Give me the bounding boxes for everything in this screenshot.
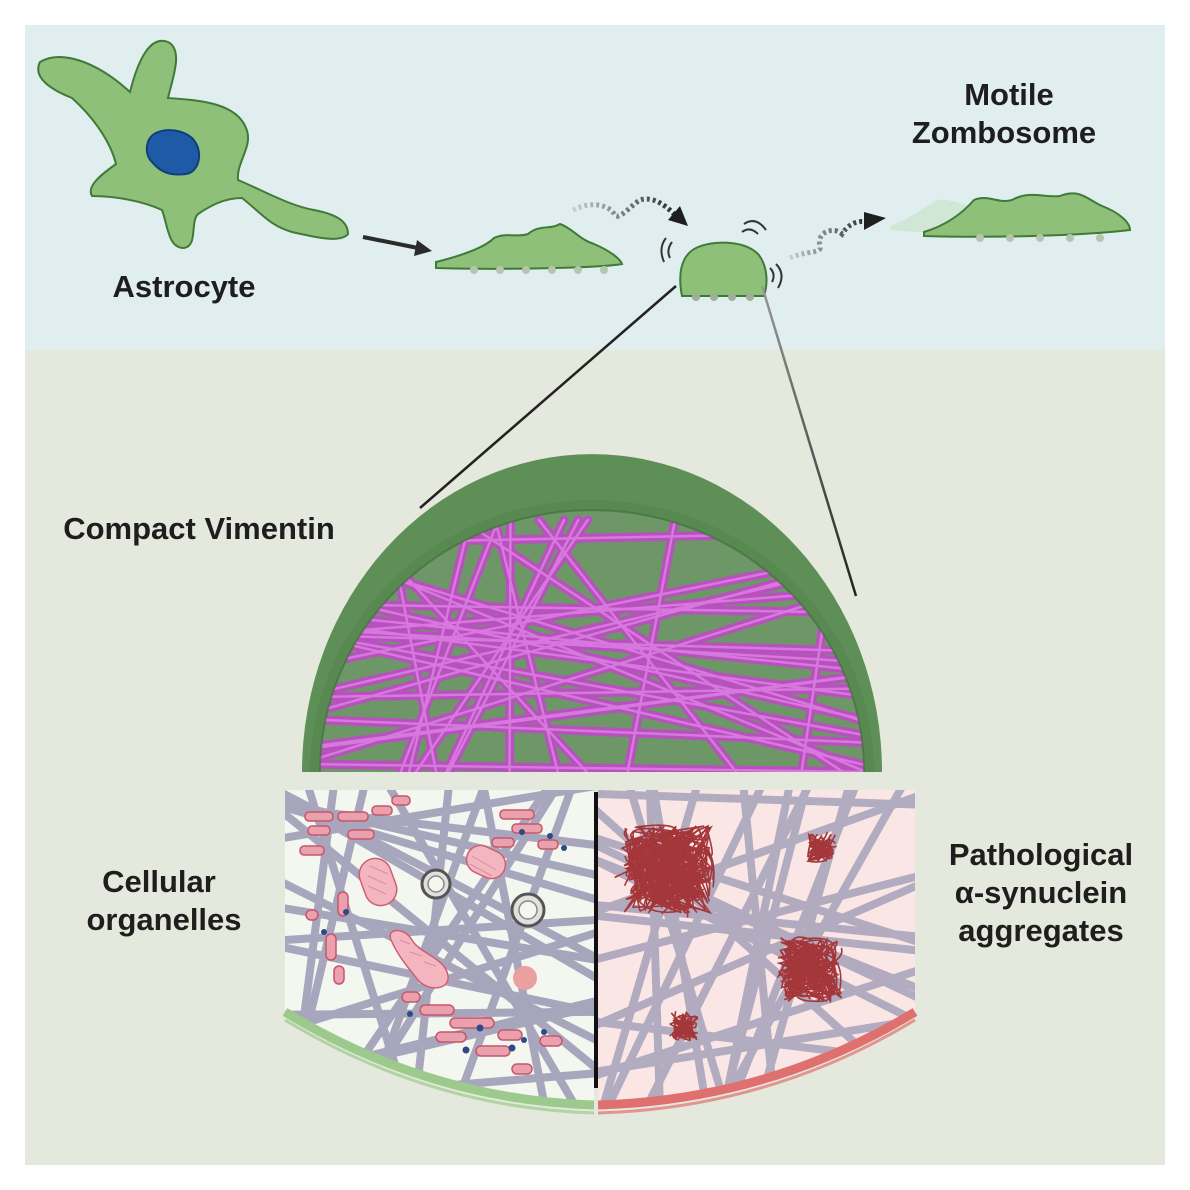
arrow-icon — [362, 235, 432, 256]
motile-label-line2: Zombosome — [912, 115, 1096, 150]
organelles-panel — [282, 790, 595, 1115]
vesicle-icon — [420, 868, 546, 990]
organelles-label-line2: organelles — [86, 902, 241, 937]
migrating-cell-icon — [435, 222, 624, 274]
pathological-label-line1: Pathological — [949, 837, 1133, 872]
zombosome-icon — [660, 220, 783, 301]
vimentin-network-icon — [302, 454, 882, 773]
zoom-line-right — [760, 285, 858, 597]
compact-vimentin-label: Compact Vimentin — [63, 511, 335, 546]
motile-label-line1: Motile — [964, 77, 1054, 112]
zoom-line-left — [419, 285, 677, 509]
motion-path-icon-2 — [788, 212, 886, 261]
motile-cell-icon — [890, 192, 1132, 242]
organelles-label-line1: Cellular — [102, 864, 216, 899]
astrocyte-cell-icon — [37, 39, 350, 250]
motion-path-icon — [571, 196, 688, 226]
aggregate-icon — [614, 824, 843, 1042]
pathological-label-line2: α-synuclein — [955, 875, 1127, 910]
pathological-label-line3: aggregates — [958, 913, 1123, 948]
astrocyte-label: Astrocyte — [113, 269, 256, 304]
aggregates-panel — [597, 790, 918, 1115]
nucleus-icon — [145, 129, 201, 176]
